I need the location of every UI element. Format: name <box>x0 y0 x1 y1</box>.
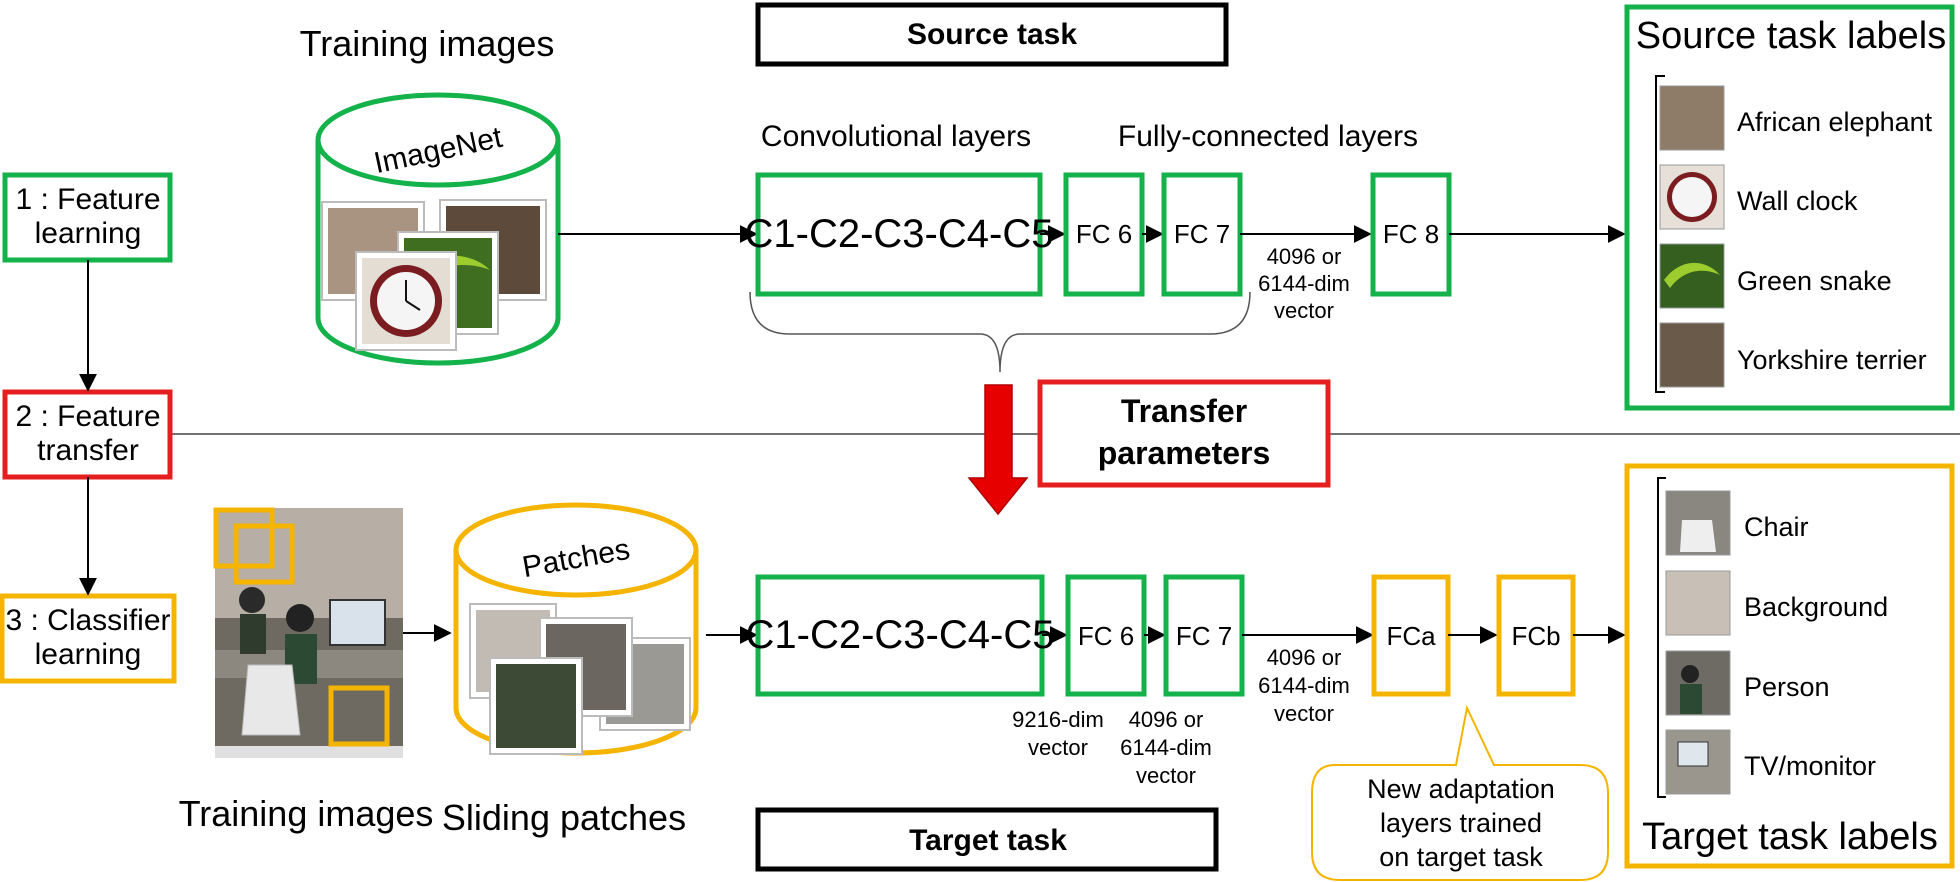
source-training-images-label: Training images <box>300 23 555 64</box>
source-vector-line3: vector <box>1274 298 1334 323</box>
imagenet-photo-stack <box>321 199 547 351</box>
fc-layers-header: Fully-connected layers <box>1118 120 1418 153</box>
source-fc8-box <box>1370 172 1452 297</box>
vector-9216-line2: vector <box>1028 735 1088 760</box>
target-vector-a-line1: 4096 or <box>1129 707 1204 732</box>
step-2-line2: transfer <box>37 434 139 467</box>
target-task-title-box <box>755 807 1219 872</box>
target-vector-a-line3: vector <box>1136 763 1196 788</box>
target-label-item: TV/monitor <box>1665 729 1876 795</box>
source-label-item: Green snake <box>1659 243 1892 309</box>
step-2-line1: 2 : Feature <box>15 400 160 433</box>
terrier-thumb <box>1659 322 1725 388</box>
source-label-text: African elephant <box>1737 107 1933 137</box>
transfer-params-box <box>1037 379 1331 488</box>
step-1-box: 1 : Feature learning <box>2 172 173 263</box>
target-conv-label: C1-C2-C3-C4-C5 <box>746 613 1055 657</box>
source-vector-line1: 4096 or <box>1267 244 1342 269</box>
patch-photo <box>496 664 576 748</box>
sliding-patches-label: Sliding patches <box>442 797 686 838</box>
step-1-line2: learning <box>35 217 142 250</box>
source-label-item: Yorkshire terrier <box>1659 322 1927 388</box>
imagenet-database: ImageNet <box>315 92 561 366</box>
source-conv-box <box>755 172 1043 297</box>
target-task-title: Target task <box>909 824 1067 857</box>
target-label-item: Person <box>1665 650 1830 716</box>
snake-thumb <box>1659 243 1725 309</box>
vector-9216-line1: 9216-dim <box>1012 707 1104 732</box>
source-label-text: Green snake <box>1737 266 1892 296</box>
target-vector-b-line3: vector <box>1274 701 1334 726</box>
step-2-box: 2 : Feature transfer <box>2 389 173 480</box>
source-label-item: African elephant <box>1659 85 1933 151</box>
transfer-line2: parameters <box>1098 435 1271 471</box>
source-label-text: Yorkshire terrier <box>1737 345 1927 375</box>
step-3-line2: learning <box>35 638 142 671</box>
target-fca-label: FCa <box>1386 621 1436 651</box>
conv-layers-header: Convolutional layers <box>761 120 1031 153</box>
target-label-item: Background <box>1665 570 1888 636</box>
target-label-text: TV/monitor <box>1744 751 1876 781</box>
target-fcb-label: FCb <box>1511 621 1560 651</box>
source-labels-title: Source task labels <box>1636 15 1947 57</box>
adaptation-callout <box>1311 704 1609 881</box>
source-fc6-label: FC 6 <box>1076 219 1132 249</box>
target-labels-title: Target task labels <box>1642 816 1938 858</box>
callout-line3: on target task <box>1379 842 1543 872</box>
source-task-title-box <box>755 2 1229 67</box>
source-labels-bracket <box>1655 75 1665 393</box>
transfer-line1: Transfer <box>1121 393 1247 429</box>
target-training-images-label: Training images <box>179 793 434 834</box>
step-3-line1: 3 : Classifier <box>5 604 170 637</box>
elephant-thumb <box>1659 85 1725 151</box>
target-fc7-label: FC 7 <box>1176 621 1232 651</box>
source-fc6-box <box>1063 172 1145 297</box>
step-1-line1: 1 : Feature <box>15 183 160 216</box>
target-vector-b-line2: 6144-dim <box>1258 673 1350 698</box>
source-fc8-label: FC 8 <box>1383 219 1439 249</box>
background-thumb <box>1665 570 1731 636</box>
step-3-box: 3 : Classifier learning <box>0 593 177 684</box>
target-labels-bracket <box>1657 477 1666 798</box>
patches-database: Patches <box>453 502 699 756</box>
sliding-window-box <box>213 507 275 569</box>
callout-line2: layers trained <box>1380 808 1542 838</box>
sliding-window-box <box>233 523 295 585</box>
source-label-item: Wall clock <box>1659 164 1858 230</box>
target-fc6-label: FC 6 <box>1078 621 1134 651</box>
target-label-item: Chair <box>1665 490 1809 556</box>
source-task-title: Source task <box>907 18 1077 51</box>
target-vector-b-line1: 4096 or <box>1267 645 1342 670</box>
source-fc7-label: FC 7 <box>1174 219 1230 249</box>
transfer-arrow <box>967 384 1029 516</box>
target-label-text: Chair <box>1744 512 1809 542</box>
target-vector-a-line2: 6144-dim <box>1120 735 1212 760</box>
source-conv-label: C1-C2-C3-C4-C5 <box>745 212 1054 256</box>
source-label-text: Wall clock <box>1737 186 1858 216</box>
target-label-text: Person <box>1744 672 1830 702</box>
sliding-window-box <box>328 685 390 747</box>
source-vector-line2: 6144-dim <box>1258 271 1350 296</box>
callout-line1: New adaptation <box>1367 774 1555 804</box>
target-training-image <box>213 507 403 758</box>
transfer-brace <box>749 291 1251 373</box>
target-conv-box <box>755 574 1045 697</box>
target-label-text: Background <box>1744 592 1888 622</box>
